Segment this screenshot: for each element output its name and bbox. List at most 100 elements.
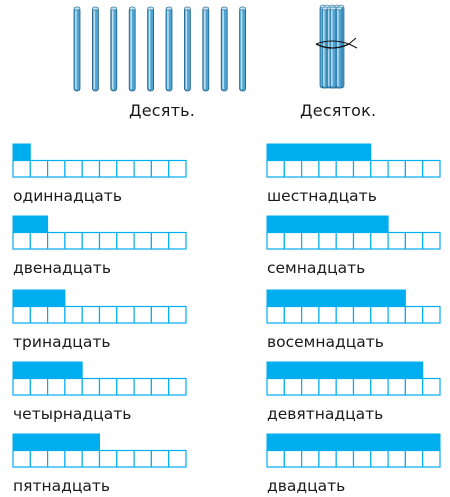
filled-cell — [335, 361, 354, 379]
number-word: двенадцать — [13, 259, 111, 277]
empty-cell — [29, 305, 49, 324]
empty-cell — [335, 449, 355, 468]
empty-cell — [266, 159, 285, 178]
tens-frame — [12, 433, 187, 468]
empty-cell — [81, 231, 101, 250]
number-word: тринадцать — [13, 333, 111, 351]
filled-cell — [266, 361, 285, 379]
empty-cell — [387, 159, 406, 178]
empty-cell — [12, 377, 31, 396]
stick — [73, 6, 81, 92]
tens-frame — [12, 143, 187, 178]
empty-cell — [133, 159, 152, 178]
number-thirteen: тринадцать — [12, 289, 192, 353]
empty-cell — [12, 305, 31, 324]
empty-cell — [98, 449, 118, 468]
empty-cell — [150, 449, 170, 468]
number-word: четырнадцать — [13, 405, 132, 423]
empty-cell — [266, 377, 285, 396]
empty-cell — [81, 159, 101, 178]
number-twenty: двадцать — [266, 433, 446, 497]
empty-cell — [133, 377, 152, 396]
empty-cell — [318, 159, 337, 178]
empty-cell — [335, 305, 355, 324]
empty-cell — [352, 159, 372, 178]
filled-cell — [353, 361, 372, 379]
stick — [147, 6, 155, 92]
ten-loose-sticks — [73, 6, 247, 92]
empty-cell — [150, 159, 170, 178]
number-twelve: двенадцать — [12, 215, 192, 279]
bundle-of-ten-sticks — [315, 4, 358, 89]
number-fifteen: пятнадцать — [12, 433, 192, 497]
empty-cell — [64, 377, 83, 396]
empty-cell — [422, 231, 441, 250]
empty-cell — [81, 377, 101, 396]
filled-cell — [301, 433, 320, 451]
tens-frame — [266, 433, 441, 468]
filled-cell — [370, 433, 389, 451]
empty-cell — [266, 231, 285, 250]
filled-cell — [301, 289, 320, 307]
tens-frame — [266, 289, 441, 324]
empty-cell — [300, 377, 320, 396]
filled-cell — [47, 361, 66, 379]
filled-cell — [370, 361, 389, 379]
bundle-stick — [321, 6, 329, 89]
filled-cell — [12, 143, 31, 161]
empty-cell — [422, 159, 441, 178]
tens-frame — [12, 289, 187, 324]
empty-cell — [116, 231, 135, 250]
empty-cell — [335, 377, 355, 396]
empty-cell — [335, 159, 355, 178]
filled-cell — [266, 433, 285, 451]
number-word: пятнадцать — [13, 477, 111, 495]
empty-cell — [352, 305, 372, 324]
stick — [239, 6, 247, 92]
filled-cell — [283, 143, 303, 161]
filled-cell — [29, 433, 49, 451]
empty-cell — [116, 305, 135, 324]
filled-cell — [283, 289, 303, 307]
empty-cell — [352, 377, 372, 396]
filled-cell — [353, 289, 372, 307]
string-icon — [315, 43, 350, 49]
empty-cell — [46, 449, 66, 468]
caption-ten: Десять. — [129, 101, 196, 120]
empty-cell — [64, 305, 83, 324]
filled-cell — [12, 361, 31, 379]
stick — [202, 6, 210, 92]
stick — [220, 6, 228, 92]
number-word: семнадцать — [267, 259, 366, 277]
filled-cell — [335, 215, 354, 233]
tens-frame — [266, 361, 441, 396]
number-nineteen: девятнадцать — [266, 361, 446, 425]
filled-cell — [404, 433, 424, 451]
empty-cell — [266, 305, 285, 324]
caption-decade: Десяток. — [300, 101, 377, 120]
filled-cell — [318, 433, 337, 451]
empty-cell — [133, 305, 152, 324]
empty-cell — [81, 449, 101, 468]
filled-cell — [301, 143, 320, 161]
empty-cell — [422, 305, 441, 324]
tens-frame — [266, 143, 441, 178]
number-word: шестнадцать — [267, 187, 377, 205]
empty-cell — [168, 159, 187, 178]
empty-cell — [98, 231, 118, 250]
empty-cell — [12, 159, 31, 178]
number-word: восемнадцать — [267, 333, 384, 351]
empty-cell — [64, 159, 83, 178]
filled-cell — [283, 215, 303, 233]
filled-cell — [64, 361, 83, 379]
empty-cell — [300, 231, 320, 250]
empty-cell — [318, 449, 337, 468]
tens-frame — [12, 361, 187, 396]
empty-cell — [29, 159, 49, 178]
empty-cell — [46, 231, 66, 250]
empty-cell — [370, 159, 389, 178]
filled-cell — [335, 289, 354, 307]
number-fourteen: четырнадцать — [12, 361, 192, 425]
number-seventeen: семнадцать — [266, 215, 446, 279]
filled-cell — [64, 433, 83, 451]
